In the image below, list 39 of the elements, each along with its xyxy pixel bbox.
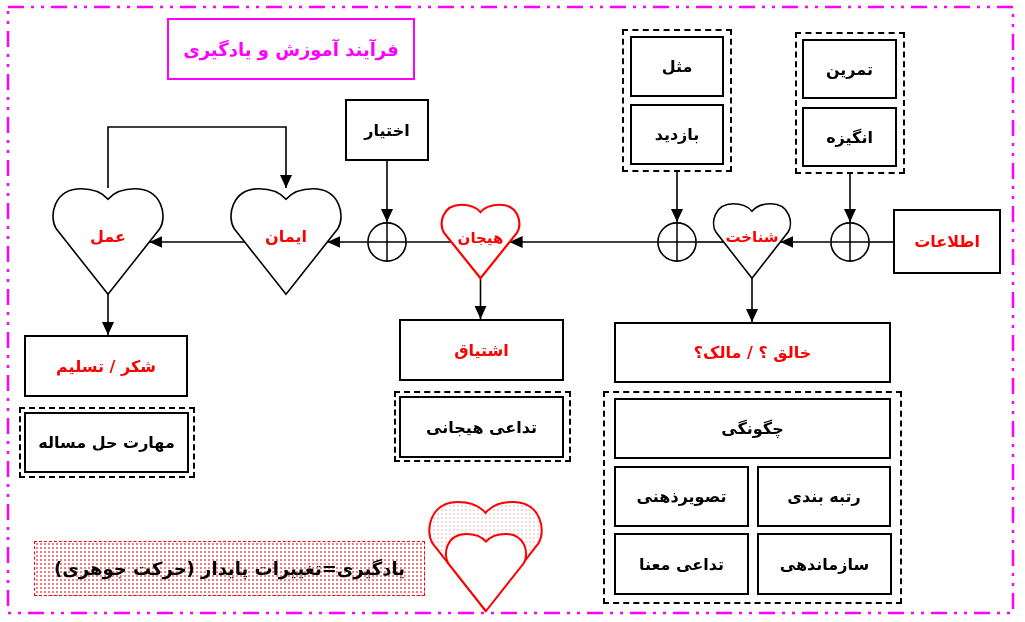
concept-box: انگیزه	[802, 107, 897, 167]
arrow	[671, 171, 683, 223]
concept-box: مهارت حل مساله	[24, 412, 189, 473]
dashed-group-box	[622, 29, 732, 172]
dashed-group-box	[394, 391, 571, 462]
arrow	[102, 293, 114, 336]
summing-junction	[830, 222, 870, 262]
concept-box: چگونگی	[614, 398, 891, 459]
concept-box: رتبه بندی	[757, 466, 891, 527]
heart-shape: عمل	[51, 188, 165, 295]
concept-box: شکر / تسلیم	[24, 335, 188, 397]
heart-shape: شناخت	[712, 203, 792, 279]
heart-shape: ایمان	[229, 188, 343, 295]
concept-box: اختیار	[345, 99, 429, 161]
concept-box: سازماندهی	[757, 533, 892, 595]
arrow	[746, 277, 758, 323]
concept-box: اشتیاق	[399, 319, 564, 381]
concept-box: تداعی هیجانی	[399, 396, 564, 458]
arrow	[381, 160, 393, 223]
arrow	[474, 277, 487, 320]
concept-box: تصویرذهنی	[614, 466, 749, 527]
summing-junction	[657, 222, 697, 262]
summing-junction	[367, 222, 407, 262]
concept-box: بازدید	[630, 104, 724, 165]
concept-box: تداعی معنا	[614, 533, 749, 595]
dashed-group-box	[603, 391, 902, 604]
concept-box: خالق ؟ / مالک؟	[614, 322, 891, 383]
heart-shape: هیجان	[440, 204, 521, 279]
dashed-group-box	[19, 407, 195, 478]
title: فرآیند آموزش و یادگیری	[167, 18, 415, 80]
concept-box: اطلاعات	[893, 209, 1001, 274]
connector-line	[696, 241, 725, 243]
concept-box: تمرین	[802, 39, 897, 99]
note-box: یادگیری=تغییرات پایدار (حرکت جوهری)	[34, 541, 425, 596]
arrow	[779, 236, 831, 248]
connector-line	[869, 241, 894, 243]
dashed-group-box	[795, 32, 905, 174]
arrow	[844, 173, 856, 223]
concept-box: مثل	[630, 36, 724, 97]
